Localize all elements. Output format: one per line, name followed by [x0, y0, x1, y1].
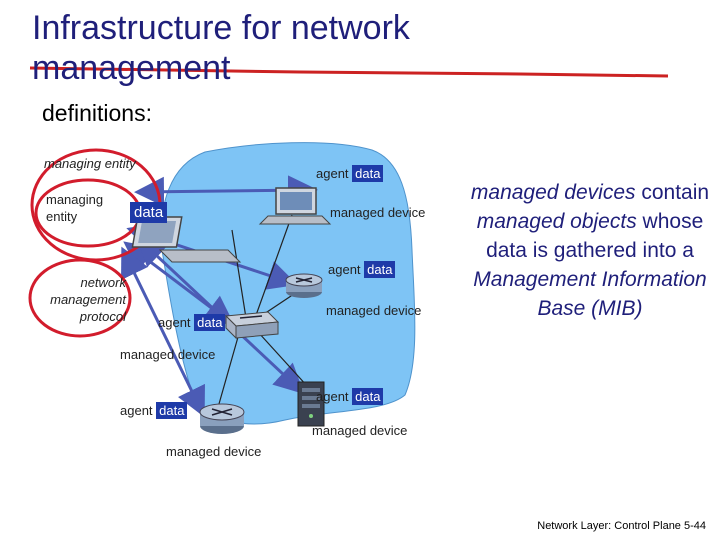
agent-word-5: agent — [120, 403, 153, 418]
agent-word-3: agent — [158, 315, 191, 330]
side-note-contain: contain — [641, 181, 710, 204]
side-note-managed-objects: managed objects — [476, 210, 637, 233]
side-note-whose-data: whose data is gathered into a — [486, 210, 704, 262]
agent-word-4: agent — [316, 389, 349, 404]
agent-label-2: agent data — [328, 261, 396, 278]
protocol-line-3: protocol — [79, 309, 126, 324]
agent-data-3: data — [194, 314, 226, 331]
side-note-managed-devices: managed devices — [470, 181, 636, 204]
side-note: managed devices contain managed objects … — [470, 178, 710, 323]
subtitle: definitions: — [42, 100, 152, 126]
managed-device-label-1: managed device — [330, 205, 426, 220]
server-icon — [297, 381, 325, 427]
agent-label-5: agent data — [120, 402, 188, 419]
title-underline — [29, 66, 669, 78]
protocol-label: network management protocol — [30, 274, 126, 325]
managing-data-tag-text: data — [130, 202, 168, 223]
agent-word-1: agent — [316, 166, 349, 181]
agent-data-1: data — [352, 165, 384, 182]
agent-label-4: agent data — [316, 388, 384, 405]
laptop-icon — [258, 187, 332, 225]
managing-entity-inner-label: managing entity — [46, 191, 103, 225]
managing-host-icon — [131, 216, 242, 263]
side-note-mib: Management Information Base (MIB) — [473, 268, 707, 320]
agent-word-2: agent — [328, 262, 361, 277]
switch-icon — [224, 311, 280, 340]
managed-device-label-2: managed device — [326, 303, 422, 318]
protocol-oval — [28, 258, 132, 338]
managing-entity-label: managing entity — [44, 156, 136, 171]
protocol-line-2: management — [50, 292, 126, 307]
managing-entity-inner-line-2: entity — [46, 209, 78, 224]
agent-data-5: data — [156, 402, 188, 419]
router-icon-right — [285, 273, 323, 298]
managed-device-label-5: managed device — [166, 444, 262, 459]
slide-footer: Network Layer: Control Plane 5-44 — [537, 520, 706, 532]
managed-device-label-4: managed device — [312, 423, 408, 438]
protocol-line-1: network — [80, 275, 126, 290]
agent-data-4: data — [352, 388, 384, 405]
managed-device-label-3: managed device — [120, 347, 216, 362]
managing-data-tag: data — [130, 202, 168, 223]
agent-data-2: data — [364, 261, 396, 278]
agent-label-3: agent data — [158, 314, 226, 331]
router-icon-bottom — [199, 403, 245, 434]
managing-entity-inner-line-1: managing — [46, 192, 104, 207]
agent-label-1: agent data — [316, 165, 384, 182]
slide-title: Infrastructure for network management — [32, 9, 410, 87]
